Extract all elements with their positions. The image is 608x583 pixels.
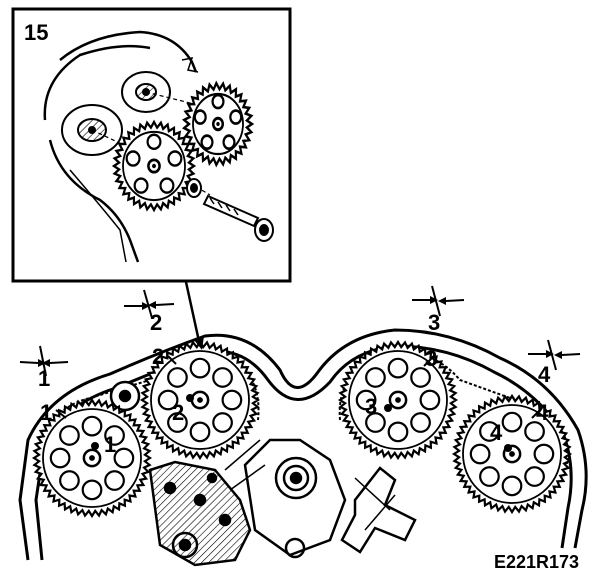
sprocket-hole [113, 447, 135, 469]
camshaft-sprocket-icon [111, 119, 197, 213]
timing-dot [91, 442, 99, 450]
bolt-icon [202, 194, 274, 242]
sprocket-rim-labels: 1 2 3 4 [40, 344, 549, 425]
sprocket-hole [501, 411, 523, 433]
sprocket-hole [104, 470, 125, 491]
idler-pulley [109, 380, 141, 412]
sprocket-hole [410, 367, 431, 388]
sprocket-hole [125, 150, 141, 167]
sprocket-hole [212, 367, 233, 388]
sprocket-hole [133, 177, 149, 194]
timing-dot [504, 444, 512, 452]
sprocket-hole [524, 466, 545, 487]
bracket-label-2: 2 [150, 310, 162, 335]
reference-code: E221R173 [494, 552, 579, 572]
sprocket-hole [59, 470, 80, 491]
camshaft-sprocket-icon [451, 393, 573, 515]
sprocket-hole [193, 109, 207, 125]
sprocket-hole [355, 389, 377, 411]
rim-label-2: 2 [152, 344, 164, 369]
camshaft-sprockets [31, 339, 573, 519]
inset-pointer-arrow [194, 336, 204, 350]
sprocket-hole [200, 134, 214, 151]
sprocket-hole [221, 389, 243, 411]
sprocket-hole [81, 415, 103, 437]
sprocket-hole [387, 357, 409, 379]
camshaft-sprocket-icon [181, 80, 255, 168]
inset-sprockets [111, 80, 255, 213]
rim-label-1: 1 [40, 400, 52, 425]
sprocket-hole [146, 133, 162, 151]
sprocket-hole [501, 475, 523, 497]
sprocket-hole [469, 443, 491, 465]
camshaft-sprocket-icon [139, 339, 261, 461]
engine-block-detail [148, 438, 417, 567]
sprocket-hole [479, 421, 500, 442]
rim-label-4: 4 [536, 400, 549, 425]
center-label-3: 3 [365, 394, 377, 419]
timing-dot [186, 394, 194, 402]
washer-icon [186, 178, 202, 198]
sprocket-hole [81, 479, 103, 501]
sprocket-hole [533, 443, 555, 465]
sprocket-hole [212, 412, 233, 433]
sprocket-center-labels: 1 2 3 4 [104, 394, 503, 457]
sprocket-hole [419, 389, 441, 411]
inset-label: 15 [24, 20, 48, 45]
sprocket-hole [159, 177, 175, 194]
center-label-1: 1 [104, 432, 116, 457]
sprocket-hole [189, 421, 211, 443]
bracket-label-4: 4 [538, 362, 551, 387]
sprocket-hole [167, 412, 188, 433]
center-label-2: 2 [172, 400, 184, 425]
inset-pointer-line [184, 281, 202, 347]
sprocket-hole [524, 421, 545, 442]
sprocket-hole [104, 425, 125, 446]
alignment-marks [19, 285, 581, 419]
sprocket-hole [49, 447, 71, 469]
camshaft-sprocket-icon [337, 339, 459, 461]
sprocket-hole [189, 357, 211, 379]
sprocket-hole [365, 412, 386, 433]
camshaft-sprocket-icon [31, 397, 153, 519]
sprocket-hole [365, 367, 386, 388]
sprocket-hole [222, 134, 236, 151]
sprocket-hole [157, 389, 179, 411]
rim-label-3: 3 [425, 346, 437, 371]
timing-dot [384, 404, 392, 412]
sprocket-hole [167, 367, 188, 388]
sprocket-hole [479, 466, 500, 487]
sprocket-hole [229, 109, 243, 125]
sprocket-hole [59, 425, 80, 446]
bracket-label-3: 3 [428, 310, 440, 335]
bracket-label-1: 1 [38, 366, 50, 391]
sprocket-hole [410, 412, 431, 433]
sprocket-hole [167, 150, 183, 167]
bracket-labels: 1 2 3 4 [38, 310, 551, 391]
sprocket-hole [387, 421, 409, 443]
center-label-4: 4 [490, 420, 503, 445]
inset-panel: 15 [11, 7, 292, 283]
sprocket-hole [211, 93, 225, 110]
